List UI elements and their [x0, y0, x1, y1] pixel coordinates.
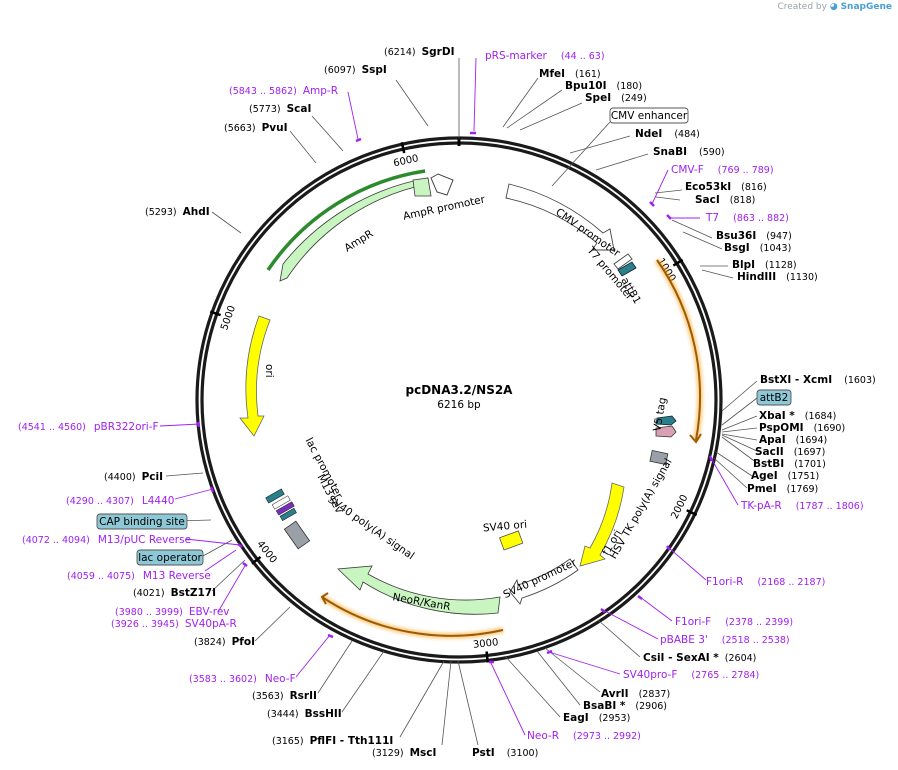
- primer-neo-f: (3583 .. 3602)Neo-F: [189, 673, 296, 685]
- label-ori: ori: [263, 364, 275, 378]
- site-scai: (5773)ScaI: [249, 103, 311, 115]
- site-hindiii: HindIII(1130): [737, 271, 818, 283]
- site-pflfi-tth111i: (3165)PflFI - Tth111I: [272, 735, 393, 747]
- primer-sv40pro-f: SV40pro-F(2765 .. 2784): [623, 669, 759, 681]
- label-ampr-promoter: AmpR promoter: [402, 193, 487, 222]
- primer-neo-r: Neo-R(2973 .. 2992): [527, 730, 641, 742]
- site-bsu36i: Bsu36I(947): [716, 230, 792, 242]
- site-msci: (3129)MscI: [372, 747, 436, 759]
- plasmid-name: pcDNA3.2/NS2A: [406, 383, 514, 397]
- primer-markers: [196, 131, 714, 664]
- primers: pRS-marker(44 .. 63) (5843 .. 5862)Amp-R…: [18, 50, 864, 742]
- tick-mark: [672, 258, 684, 267]
- label-ampr: AmpR: [342, 228, 375, 255]
- site-bstz17i: (4021)BstZ17I: [133, 587, 216, 599]
- site-ahdi: (5293)AhdI: [145, 206, 210, 218]
- tick-mark: [400, 141, 406, 154]
- label-cap-binding-site: CAP binding site: [99, 516, 185, 528]
- site-eagi: EagI(2953): [563, 712, 630, 724]
- label-neor-kanr: NeoR/KanR: [392, 591, 452, 613]
- label-v5-tag: V5 tag: [651, 396, 669, 432]
- site-bsshii: (3444)BssHII: [267, 708, 342, 720]
- site-spei: SpeI(249): [585, 92, 647, 104]
- plasmid-size: 6216 bp: [437, 399, 481, 411]
- snapgene-logo-icon: ◕: [829, 2, 838, 12]
- primer-cmv-f: CMV-F(769 .. 789): [671, 164, 774, 176]
- tick-mark: [251, 555, 262, 565]
- site-rsrii: (3563)RsrII: [252, 690, 317, 702]
- label-sv40-promoter: SV40 promoter: [501, 556, 579, 601]
- tick-mark: [209, 310, 222, 317]
- credit-prefix: Created by: [777, 2, 827, 12]
- site-psti: PstI(3100): [472, 747, 538, 759]
- site-bsgi: BsgI(1043): [724, 242, 791, 254]
- primer-f1ori-r: F1ori-R(2168 .. 2187): [706, 576, 825, 588]
- site-sacii: SacII(1697): [755, 446, 825, 458]
- tick-mark: [485, 651, 490, 663]
- site-pspomi: PspOMI(1690): [759, 422, 845, 434]
- primer-prs-marker: pRS-marker(44 .. 63): [485, 50, 605, 62]
- site-xbai: XbaI *(1684): [759, 410, 836, 422]
- primer-amp-r: (5843 .. 5862)Amp-R: [229, 85, 338, 97]
- site-apai: ApaI(1694): [759, 434, 827, 446]
- primer-ebv-rev: (3980 .. 3999)EBV-rev: [115, 606, 230, 618]
- primer-pbr322ori-f: (4541 .. 4560)pBR322ori-F: [18, 421, 159, 433]
- restriction-sites: (6214)SgrDI (6097)SspI (5773)ScaI (5663)…: [104, 46, 876, 759]
- primer-l4440: (4290 .. 4307)L4440: [66, 495, 174, 507]
- primer-leader-lines: [159, 57, 739, 736]
- label-cmv-enhancer: CMV enhancer: [611, 110, 688, 122]
- tick-label: 5000: [219, 304, 238, 332]
- tick-mark: [686, 509, 698, 517]
- site-snabi: SnaBI(590): [653, 146, 725, 158]
- primer-pbabe3: pBABE 3'(2518 .. 2538): [660, 634, 790, 646]
- primer-m13-reverse: (4059 .. 4075)M13 Reverse: [67, 570, 211, 582]
- tick-label: 6000: [392, 153, 419, 169]
- site-bpu10i: Bpu10I(180): [565, 80, 642, 92]
- site-blpi: BlpI(1128): [732, 259, 797, 271]
- site-ndei: NdeI(484): [635, 128, 700, 140]
- site-sgrdi: (6214)SgrDI: [384, 46, 454, 58]
- site-pfoi: (3824)PfoI: [194, 636, 255, 648]
- feature-arrows: [239, 169, 703, 639]
- site-agei: AgeI(1751): [751, 470, 819, 482]
- credit-brand: SnapGene: [840, 2, 892, 12]
- site-pmei: PmeI(1769): [747, 483, 818, 495]
- primer-sv40pa-r: (3926 .. 3945)SV40pA-R: [111, 618, 237, 630]
- site-eco53ki: Eco53kI(816): [685, 181, 767, 193]
- label-attB2: attB2: [760, 392, 789, 404]
- site-pcii: (4400)PciI: [104, 471, 163, 483]
- boxed-labels: CMV enhancer attB2 CAP binding site lac …: [96, 107, 792, 566]
- label-lac-operator: lac operator: [138, 552, 202, 564]
- primer-t7: T7(863 .. 882): [705, 212, 789, 224]
- label-sv40-ori: SV40 ori: [482, 519, 527, 535]
- primer-m13-puc-reverse: (4072 .. 4094)M13/pUC Reverse: [22, 534, 191, 546]
- site-sspi: (6097)SspI: [324, 64, 387, 76]
- site-bsabi: BsaBI *(2906): [583, 700, 667, 712]
- site-saci: SacI(818): [695, 194, 755, 206]
- site-mfei: MfeI(161): [539, 68, 601, 80]
- primer-tk-pa-r: TK-pA-R(1787 .. 1806): [740, 500, 864, 512]
- site-csii-sexai: CsiI - SexAI *(2604): [643, 652, 756, 664]
- site-pvui: (5663)PvuI: [224, 122, 288, 134]
- tick-label: 3000: [472, 637, 499, 651]
- snapgene-credit: Created by ◕ SnapGene: [777, 2, 892, 12]
- primer-f1ori-f: F1ori-F(2378 .. 2399): [675, 616, 793, 628]
- site-bstbi: BstBI(1701): [753, 458, 826, 470]
- site-avrii: AvrII(2837): [601, 688, 670, 700]
- site-bstxi-xcmi: BstXI - XcmI(1603): [760, 374, 876, 386]
